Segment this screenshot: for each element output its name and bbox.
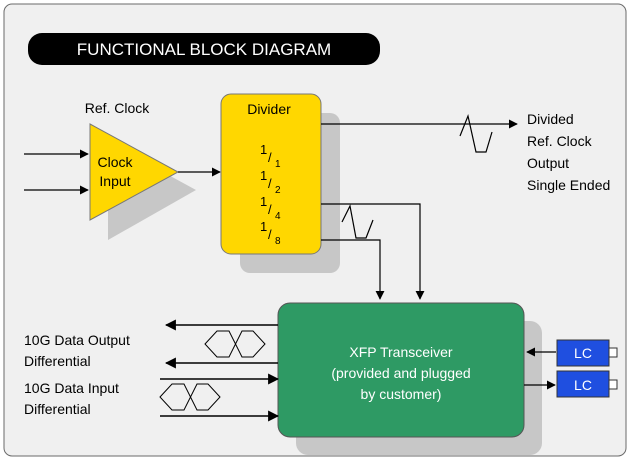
data-input-label-2: Differential [24, 401, 91, 417]
xfp-transceiver-block [277, 302, 525, 438]
xfp-label-line: XFP Transceiver [349, 344, 453, 360]
divider-to-xfp-line-1 [321, 203, 425, 300]
lc-connector-tab [608, 379, 618, 390]
lc-connector-label: LC [574, 345, 592, 361]
divided-output-line: Output [527, 155, 569, 171]
divided-output-line: Single Ended [527, 177, 610, 193]
xfp-label-line: (provided and plugged [331, 365, 470, 381]
ratio-denominator: 2 [275, 185, 281, 196]
lc-connector-tab [608, 347, 618, 358]
ratio-denominator: 8 [275, 236, 281, 247]
divider-block [220, 93, 322, 255]
xfp-transceiver-label: XFP Transceiver (provided and plugged by… [331, 344, 470, 402]
ratio-slash: / [268, 202, 272, 217]
data-output-eye-icon [204, 330, 266, 358]
clock-input-block [89, 123, 180, 221]
divider-ratio-1: 1 / 1 [260, 142, 281, 170]
lc-connector-label: LC [574, 377, 592, 393]
clock-input-label-2: Input [99, 173, 130, 189]
lc-connector-2: LC [556, 370, 618, 398]
output-clock-waveform-icon [459, 113, 493, 153]
divided-clock-waveform-icon [341, 204, 374, 239]
lc-connector-1: LC [556, 339, 618, 367]
ref-clock-label: Ref. Clock [85, 100, 151, 116]
xfp-label-line: by customer) [361, 386, 442, 402]
ratio-denominator: 4 [275, 211, 281, 222]
data-output-label-2: Differential [24, 353, 91, 369]
divided-output-line: Ref. Clock [527, 133, 593, 149]
divided-output-line: Divided [527, 111, 574, 127]
ratio-numerator: 1 [260, 168, 267, 183]
divided-output-label: Divided Ref. Clock Output Single Ended [527, 111, 610, 193]
ratio-numerator: 1 [260, 142, 267, 157]
data-input-eye-icon [159, 383, 221, 411]
ratio-denominator: 1 [275, 159, 281, 170]
ratio-slash: / [268, 227, 272, 242]
divider-ratio-8: 1 / 8 [260, 219, 281, 247]
divider-to-xfp-line-2 [321, 239, 385, 300]
title-badge: FUNCTIONAL BLOCK DIAGRAM [28, 33, 380, 65]
divider-ratio-4: 1 / 4 [260, 194, 281, 222]
diagram-title: FUNCTIONAL BLOCK DIAGRAM [77, 40, 331, 59]
data-output-label-1: 10G Data Output [24, 332, 130, 348]
ratio-numerator: 1 [260, 219, 267, 234]
divider-ratio-2: 1 / 2 [260, 168, 281, 196]
ratio-slash: / [268, 176, 272, 191]
data-input-label-1: 10G Data Input [24, 380, 119, 396]
ratio-numerator: 1 [260, 194, 267, 209]
divider-title: Divider [247, 101, 291, 117]
ratio-slash: / [268, 150, 272, 165]
clock-input-label-1: Clock [97, 154, 133, 170]
